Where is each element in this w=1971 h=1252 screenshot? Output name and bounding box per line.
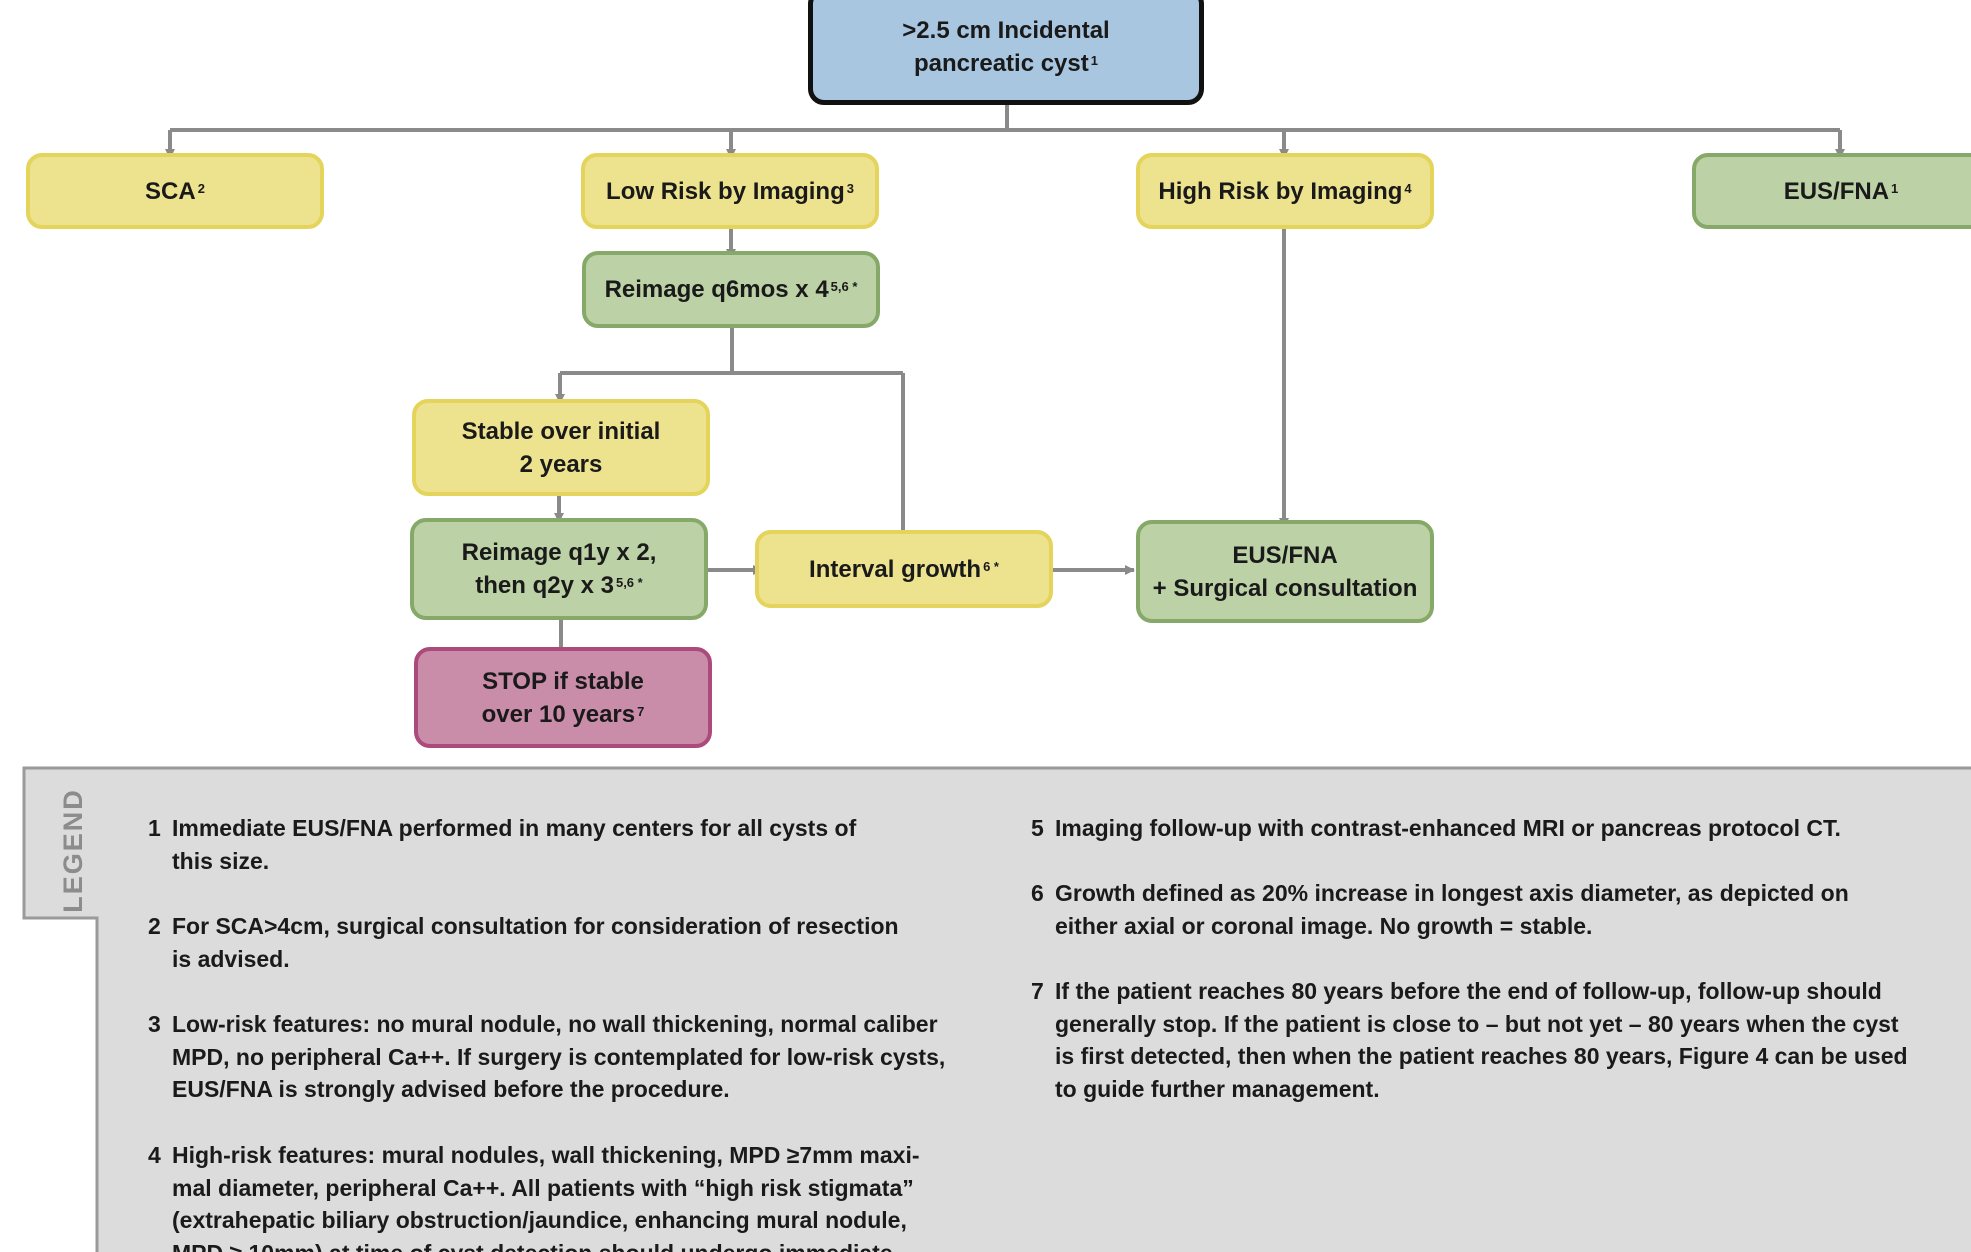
legend-note-6: 6 Growth defined as 20% increase in long… [1031, 877, 1961, 942]
node-reimage-1y-ref: 5,6 * [615, 575, 643, 590]
node-low-risk-label: Low Risk by Imaging [606, 177, 845, 205]
node-interval-growth-label: Interval growth [809, 555, 982, 583]
node-reimage-1y-label: Reimage q1y x 2, then q2y x 3 [461, 539, 657, 599]
legend-note-2-number: 2 [148, 913, 161, 939]
node-stable-label: Stable over initial 2 years [461, 417, 661, 478]
node-sca-ref: 2 [197, 180, 205, 196]
node-eus-surgical: EUS/FNA + Surgical consultation [1136, 520, 1434, 623]
node-eus-fna-label: EUS/FNA [1783, 177, 1890, 205]
node-stop-label: STOP if stable over 10 years [481, 667, 644, 728]
legend-note-5-text: Imaging follow-up with contrast-enhanced… [1055, 815, 1841, 841]
legend-title: LEGEND [57, 787, 88, 913]
node-eus-surgical-label: EUS/FNA + Surgical consultation [1152, 541, 1418, 602]
legend-note-5-number: 5 [1031, 815, 1044, 841]
legend-note-2-text: For SCA>4cm, surgical consultation for c… [172, 913, 899, 972]
node-interval-growth-ref: 6 * [983, 558, 999, 574]
legend-note-1: 1 Immediate EUS/FNA performed in many ce… [148, 812, 988, 877]
legend-note-3-text: Low-risk features: no mural nodule, no w… [172, 1011, 946, 1103]
legend-note-7-text: If the patient reaches 80 years before t… [1055, 978, 1908, 1102]
legend-note-6-text: Growth defined as 20% increase in longes… [1055, 880, 1849, 939]
node-high-risk-ref: 4 [1404, 180, 1412, 196]
legend-note-6-number: 6 [1031, 880, 1044, 906]
legend-note-5: 5 Imaging follow-up with contrast-enhanc… [1031, 812, 1961, 845]
legend-note-4: 4 High-risk features: mural nodules, wal… [148, 1139, 1008, 1252]
legend-note-7-number: 7 [1031, 978, 1044, 1004]
root-node-label: >2.5 cm Incidental pancreatic cyst [902, 16, 1110, 77]
node-stop-ref: 7 [637, 703, 645, 719]
node-eus-fna-ref: 1 [1891, 180, 1899, 196]
node-reimage-6mos-ref: 5,6 * [830, 279, 858, 294]
legend-tab: LEGEND [48, 780, 98, 920]
node-stable: Stable over initial 2 years [412, 399, 710, 496]
legend-note-2: 2 For SCA>4cm, surgical consultation for… [148, 910, 988, 975]
legend-note-3: 3 Low-risk features: no mural nodule, no… [148, 1008, 1008, 1106]
legend-note-3-number: 3 [148, 1011, 161, 1037]
legend-note-4-number: 4 [148, 1142, 161, 1168]
root-node-ref: 1 [1090, 52, 1098, 68]
node-reimage-6mos-label: Reimage q6mos x 4 [604, 276, 829, 303]
legend-note-7: 7 If the patient reaches 80 years before… [1031, 975, 1966, 1105]
node-high-risk-label: High Risk by Imaging [1158, 177, 1403, 205]
node-sca-label: SCA [145, 177, 196, 205]
legend-note-1-number: 1 [148, 815, 161, 841]
node-low-risk-ref: 3 [846, 180, 854, 196]
legend-note-1-text: Immediate EUS/FNA performed in many cent… [172, 815, 857, 874]
legend-note-4-text: High-risk features: mural nodules, wall … [172, 1142, 920, 1252]
